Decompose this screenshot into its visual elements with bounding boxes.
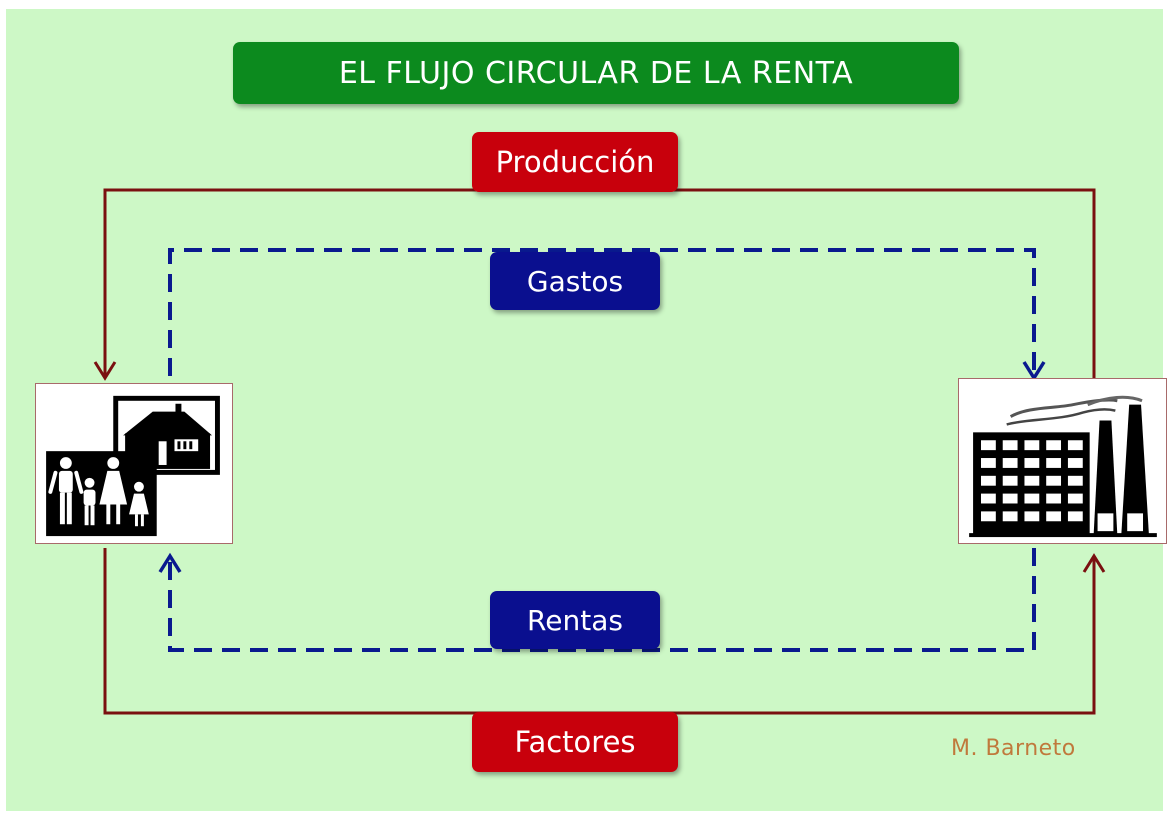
author-credit: M. Barneto [951,736,1076,761]
family-house-icon [46,395,220,537]
income-label: Rentas [490,591,660,649]
household-node [35,383,233,544]
firm-node [958,378,1167,544]
diagram-title: EL FLUJO CIRCULAR DE LA RENTA [233,42,959,104]
income-arrowhead [158,552,182,573]
factors-arrowhead [1082,553,1106,573]
factory-icon [969,395,1157,538]
expenses-flow-line [168,248,1036,378]
production-label: Producción [472,132,678,192]
production-arrowhead [93,361,117,381]
income-flow-line [168,548,1036,652]
expenses-label: Gastos [490,252,660,310]
factors-label: Factores [472,712,678,772]
